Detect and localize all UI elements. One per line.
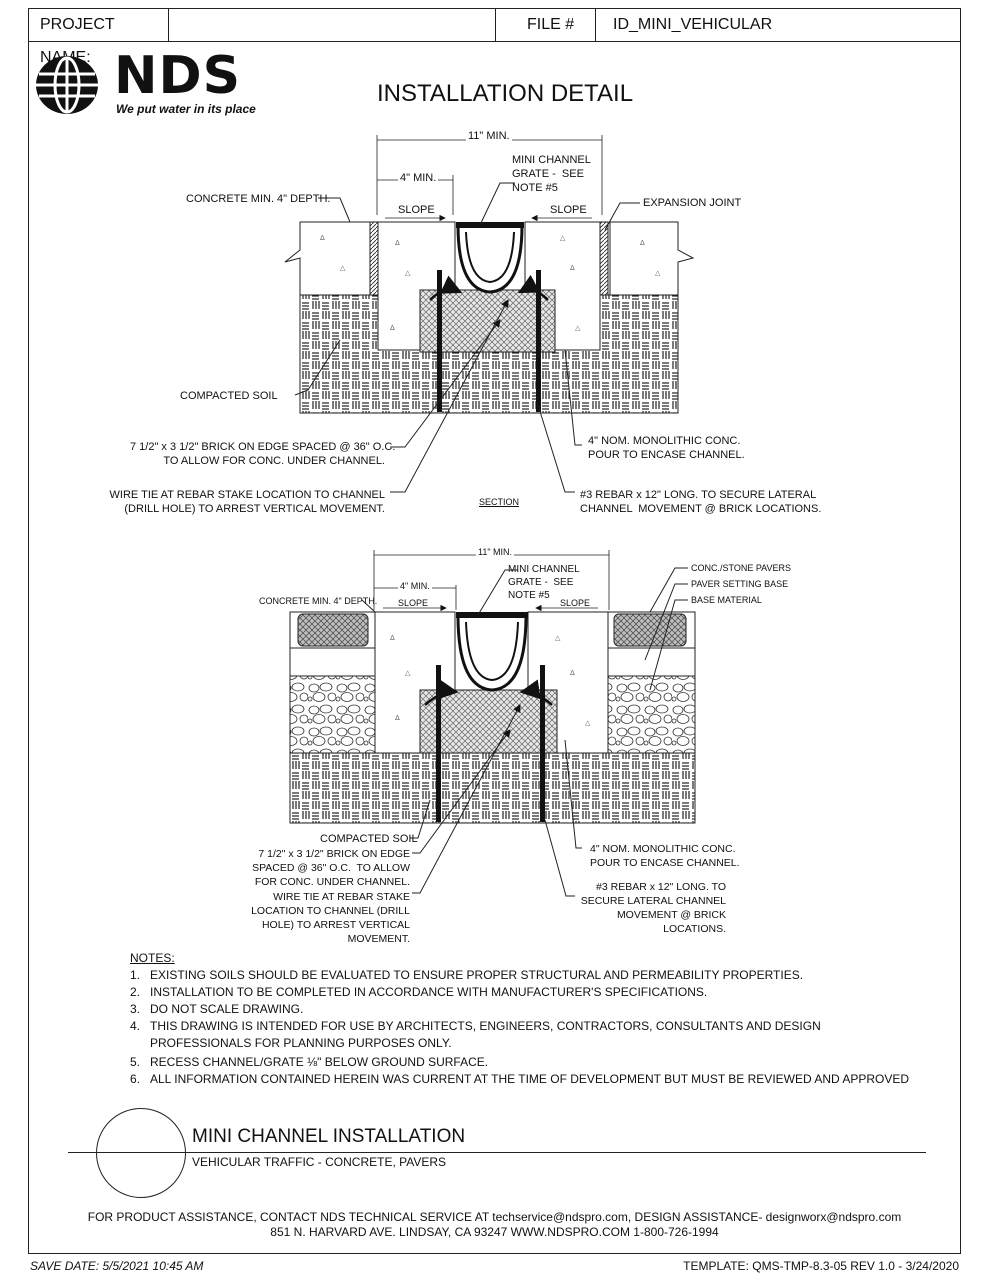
s2-slope-right: SLOPE bbox=[560, 598, 591, 608]
svg-text:△: △ bbox=[405, 669, 411, 677]
s1-soil-label: COMPACTED SOIL bbox=[180, 390, 278, 402]
svg-text:△: △ bbox=[405, 269, 411, 277]
s1-rebar-label: #3 REBAR x 12" LONG. TO SECURE LATERAL C… bbox=[580, 489, 822, 515]
s2-soil-label: COMPACTED SOIL bbox=[320, 833, 418, 845]
note-item: 5.RECESS CHANNEL/GRATE ⅛" BELOW GROUND S… bbox=[130, 1055, 489, 1069]
s2-dim-total: 11" MIN. bbox=[476, 546, 515, 558]
svg-text:Δ: Δ bbox=[395, 239, 400, 247]
svg-text:Δ: Δ bbox=[390, 634, 395, 642]
svg-text:Δ: Δ bbox=[570, 669, 575, 677]
footer-line-1: FOR PRODUCT ASSISTANCE, CONTACT NDS TECH… bbox=[87, 1210, 902, 1224]
section-1-drawing: Δ △ Δ △ Δ △ Δ △ Δ △ bbox=[284, 135, 695, 493]
file-label: FILE # bbox=[527, 16, 575, 33]
svg-text:△: △ bbox=[575, 324, 581, 332]
svg-text:△: △ bbox=[340, 264, 346, 272]
globe-icon bbox=[36, 56, 98, 114]
s1-slope-left: SLOPE bbox=[398, 204, 435, 216]
s1-pour-label: 4" NOM. MONOLITHIC CONC. POUR TO ENCASE … bbox=[588, 435, 745, 461]
logo-tagline: We put water in its place bbox=[116, 102, 256, 116]
file-value: ID_MINI_VEHICULAR bbox=[613, 16, 773, 33]
title-rule bbox=[68, 1152, 926, 1153]
s2-dim-side: 4" MIN. bbox=[398, 580, 432, 592]
svg-text:△: △ bbox=[560, 234, 566, 242]
installation-drawings: Δ △ Δ △ Δ △ Δ △ Δ △ bbox=[284, 135, 696, 897]
s1-slope-right: SLOPE bbox=[550, 204, 587, 216]
svg-text:△: △ bbox=[555, 634, 561, 642]
svg-text:Δ: Δ bbox=[570, 264, 575, 272]
s1-wire-label: WIRE TIE AT REBAR STAKE LOCATION TO CHAN… bbox=[109, 489, 385, 515]
svg-text:Δ: Δ bbox=[390, 324, 395, 332]
s2-pour-label: 4" NOM. MONOLITHIC CONC. POUR TO ENCASE … bbox=[590, 843, 740, 869]
note-item: 3.DO NOT SCALE DRAWING. bbox=[130, 1002, 304, 1016]
s1-dim-total: 11" MIN. bbox=[466, 129, 512, 143]
s2-concrete-label: CONCRETE MIN. 4" DEPTH. bbox=[259, 596, 378, 606]
footer-line-2: 851 N. HARVARD AVE. LINDSAY, CA 93247 WW… bbox=[270, 1225, 719, 1239]
s1-concrete-label: CONCRETE MIN. 4" DEPTH. bbox=[186, 193, 331, 205]
s2-setting-label: PAVER SETTING BASE bbox=[691, 579, 789, 589]
svg-text:Δ: Δ bbox=[395, 714, 400, 722]
s2-grate-label: MINI CHANNEL GRATE - SEE NOTE #5 bbox=[508, 564, 580, 601]
note-item: 6.ALL INFORMATION CONTAINED HEREIN WAS C… bbox=[130, 1072, 910, 1086]
s1-dim-side: 4" MIN. bbox=[398, 171, 439, 185]
note-item: 1.EXISTING SOILS SHOULD BE EVALUATED TO … bbox=[130, 968, 804, 982]
s2-base-label: BASE MATERIAL bbox=[691, 595, 762, 605]
nds-logo: NDS We put water in its place bbox=[34, 46, 274, 120]
s1-brick-label: 7 1/2" x 3 1/2" BRICK ON EDGE SPACED @ 3… bbox=[130, 441, 396, 467]
page-title: INSTALLATION DETAIL bbox=[377, 80, 634, 107]
s2-wire-label: WIRE TIE AT REBAR STAKE LOCATION TO CHAN… bbox=[251, 891, 410, 945]
s2-slope-left: SLOPE bbox=[398, 598, 429, 608]
svg-text:△: △ bbox=[655, 269, 661, 277]
notes-block: NOTES: 1.EXISTING SOILS SHOULD BE EVALUA… bbox=[130, 950, 909, 1088]
note-item: 2.INSTALLATION TO BE COMPLETED IN ACCORD… bbox=[130, 985, 708, 999]
section-2-drawing: Δ △ Δ △ Δ △ bbox=[289, 550, 696, 897]
svg-text:△: △ bbox=[585, 719, 591, 727]
s2-rebar-label: #3 REBAR x 12" LONG. TO SECURE LATERAL C… bbox=[580, 881, 726, 935]
logo-brand: NDS bbox=[114, 46, 242, 106]
note-item: 4.THIS DRAWING IS INTENDED FOR USE BY AR… bbox=[130, 1019, 821, 1050]
template-id: TEMPLATE: QMS-TMP-8.3-05 REV 1.0 - 3/24/… bbox=[683, 1259, 959, 1273]
section-label: SECTION bbox=[479, 497, 520, 507]
s2-brick-label: 7 1/2" x 3 1/2" BRICK ON EDGE SPACED @ 3… bbox=[252, 848, 410, 888]
s1-expansion-label: EXPANSION JOINT bbox=[643, 197, 742, 209]
notes-heading: NOTES: bbox=[130, 951, 175, 965]
drawing-frame bbox=[28, 8, 961, 1254]
drawing-subtitle: VEHICULAR TRAFFIC - CONCRETE, PAVERS bbox=[192, 1155, 447, 1169]
save-date: SAVE DATE: 5/5/2021 10:45 AM bbox=[30, 1259, 204, 1273]
svg-text:Δ: Δ bbox=[640, 239, 645, 247]
title-circle bbox=[96, 1108, 186, 1198]
s2-pavers-label: CONC./STONE PAVERS bbox=[691, 563, 792, 573]
s1-grate-label: MINI CHANNEL GRATE - SEE NOTE #5 bbox=[512, 154, 591, 194]
svg-text:Δ: Δ bbox=[320, 234, 325, 242]
drawing-title: MINI CHANNEL INSTALLATION bbox=[192, 1126, 466, 1147]
